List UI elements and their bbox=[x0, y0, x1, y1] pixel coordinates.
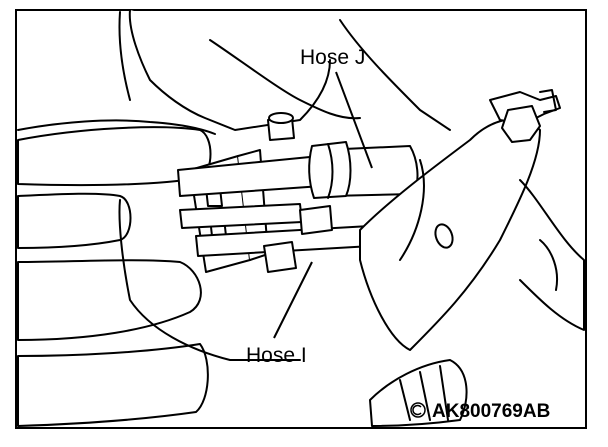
body-panel-ridge bbox=[209, 39, 361, 120]
mechanical-drawing bbox=[17, 9, 585, 427]
ball-joint-nut bbox=[501, 105, 541, 143]
coil-spring-upper bbox=[17, 126, 212, 187]
hose-j-leader-line bbox=[335, 71, 373, 169]
subframe-right bbox=[519, 179, 585, 331]
hose-i-clamp-upper bbox=[299, 205, 333, 235]
hose-j-clamp bbox=[308, 141, 352, 199]
hose-i-label: Hose I bbox=[246, 344, 307, 367]
mount-bolt-head bbox=[268, 112, 294, 124]
drive-shaft-ribs bbox=[399, 365, 449, 421]
ball-joint-thread bbox=[539, 89, 557, 113]
body-panel-upper bbox=[118, 11, 131, 101]
strut-body-outline bbox=[128, 9, 331, 131]
figure-id-group: AK800769AB bbox=[410, 401, 550, 422]
figure-id-text: AK800769AB bbox=[432, 401, 550, 422]
coil-spring-middle bbox=[17, 192, 132, 249]
knuckle-body bbox=[118, 199, 301, 361]
body-panel-lower bbox=[339, 19, 451, 131]
hose-i-clamp bbox=[263, 241, 297, 273]
hose-j-label: Hose J bbox=[300, 46, 365, 69]
coil-spring-bottom bbox=[17, 343, 209, 427]
control-arm-edge bbox=[399, 159, 425, 261]
subframe-detail bbox=[539, 239, 558, 291]
copyright-circle-icon-glyph bbox=[412, 404, 422, 416]
control-arm-hole bbox=[434, 223, 454, 249]
hose-j-clamp-band bbox=[327, 143, 334, 199]
hose-i-leader-line bbox=[273, 261, 313, 339]
coil-spring-lower bbox=[17, 259, 202, 341]
